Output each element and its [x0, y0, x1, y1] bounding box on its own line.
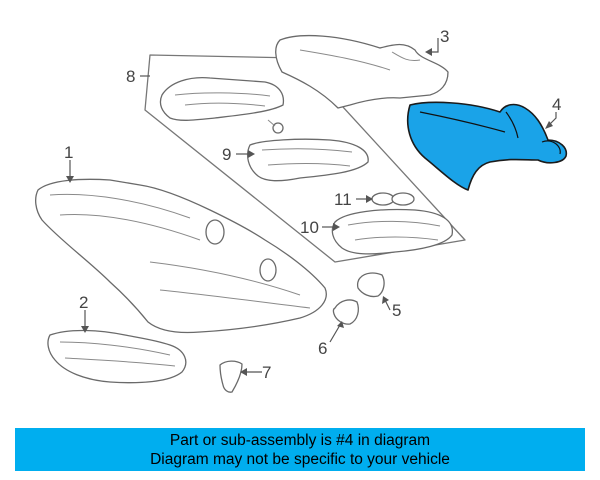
callout-7: 7	[262, 363, 271, 382]
screw[interactable]	[267, 119, 284, 134]
banner-line-2: Diagram may not be specific to your vehi…	[150, 451, 450, 468]
callout-6: 6	[318, 339, 327, 358]
part-10-housing[interactable]	[331, 208, 453, 255]
part-9-vent[interactable]	[247, 138, 369, 182]
callout-8: 8	[126, 67, 135, 86]
part-2-lower-duct[interactable]	[47, 329, 187, 384]
part-5-clip[interactable]	[356, 272, 385, 298]
part-3-cover[interactable]	[275, 34, 449, 109]
callout-3: 3	[440, 27, 449, 46]
parts-diagram: 1 2 3 4 5 6 7 8 9 10 11	[35, 27, 568, 393]
part-6-clip[interactable]	[332, 299, 359, 325]
banner-line-1: Part or sub-assembly is #4 in diagram	[169, 432, 431, 449]
callout-4: 4	[552, 95, 561, 114]
callout-lines	[66, 38, 557, 376]
callout-10: 10	[300, 218, 319, 237]
part-1-main-duct[interactable]	[35, 178, 327, 334]
callout-11: 11	[334, 190, 352, 209]
callout-2: 2	[79, 293, 88, 312]
part-8-vent[interactable]	[159, 76, 285, 121]
callout-5: 5	[392, 301, 401, 320]
callout-1: 1	[64, 143, 73, 162]
part-11-seals[interactable]	[371, 192, 415, 206]
info-banner: Part or sub-assembly is #4 in diagram Di…	[15, 428, 585, 471]
callout-labels: 1 2 3 4 5 6 7 8 9 10 11	[64, 27, 561, 382]
part-7-clip[interactable]	[219, 360, 243, 393]
part-4-duct-highlighted[interactable]	[406, 101, 568, 191]
callout-9: 9	[222, 145, 231, 164]
